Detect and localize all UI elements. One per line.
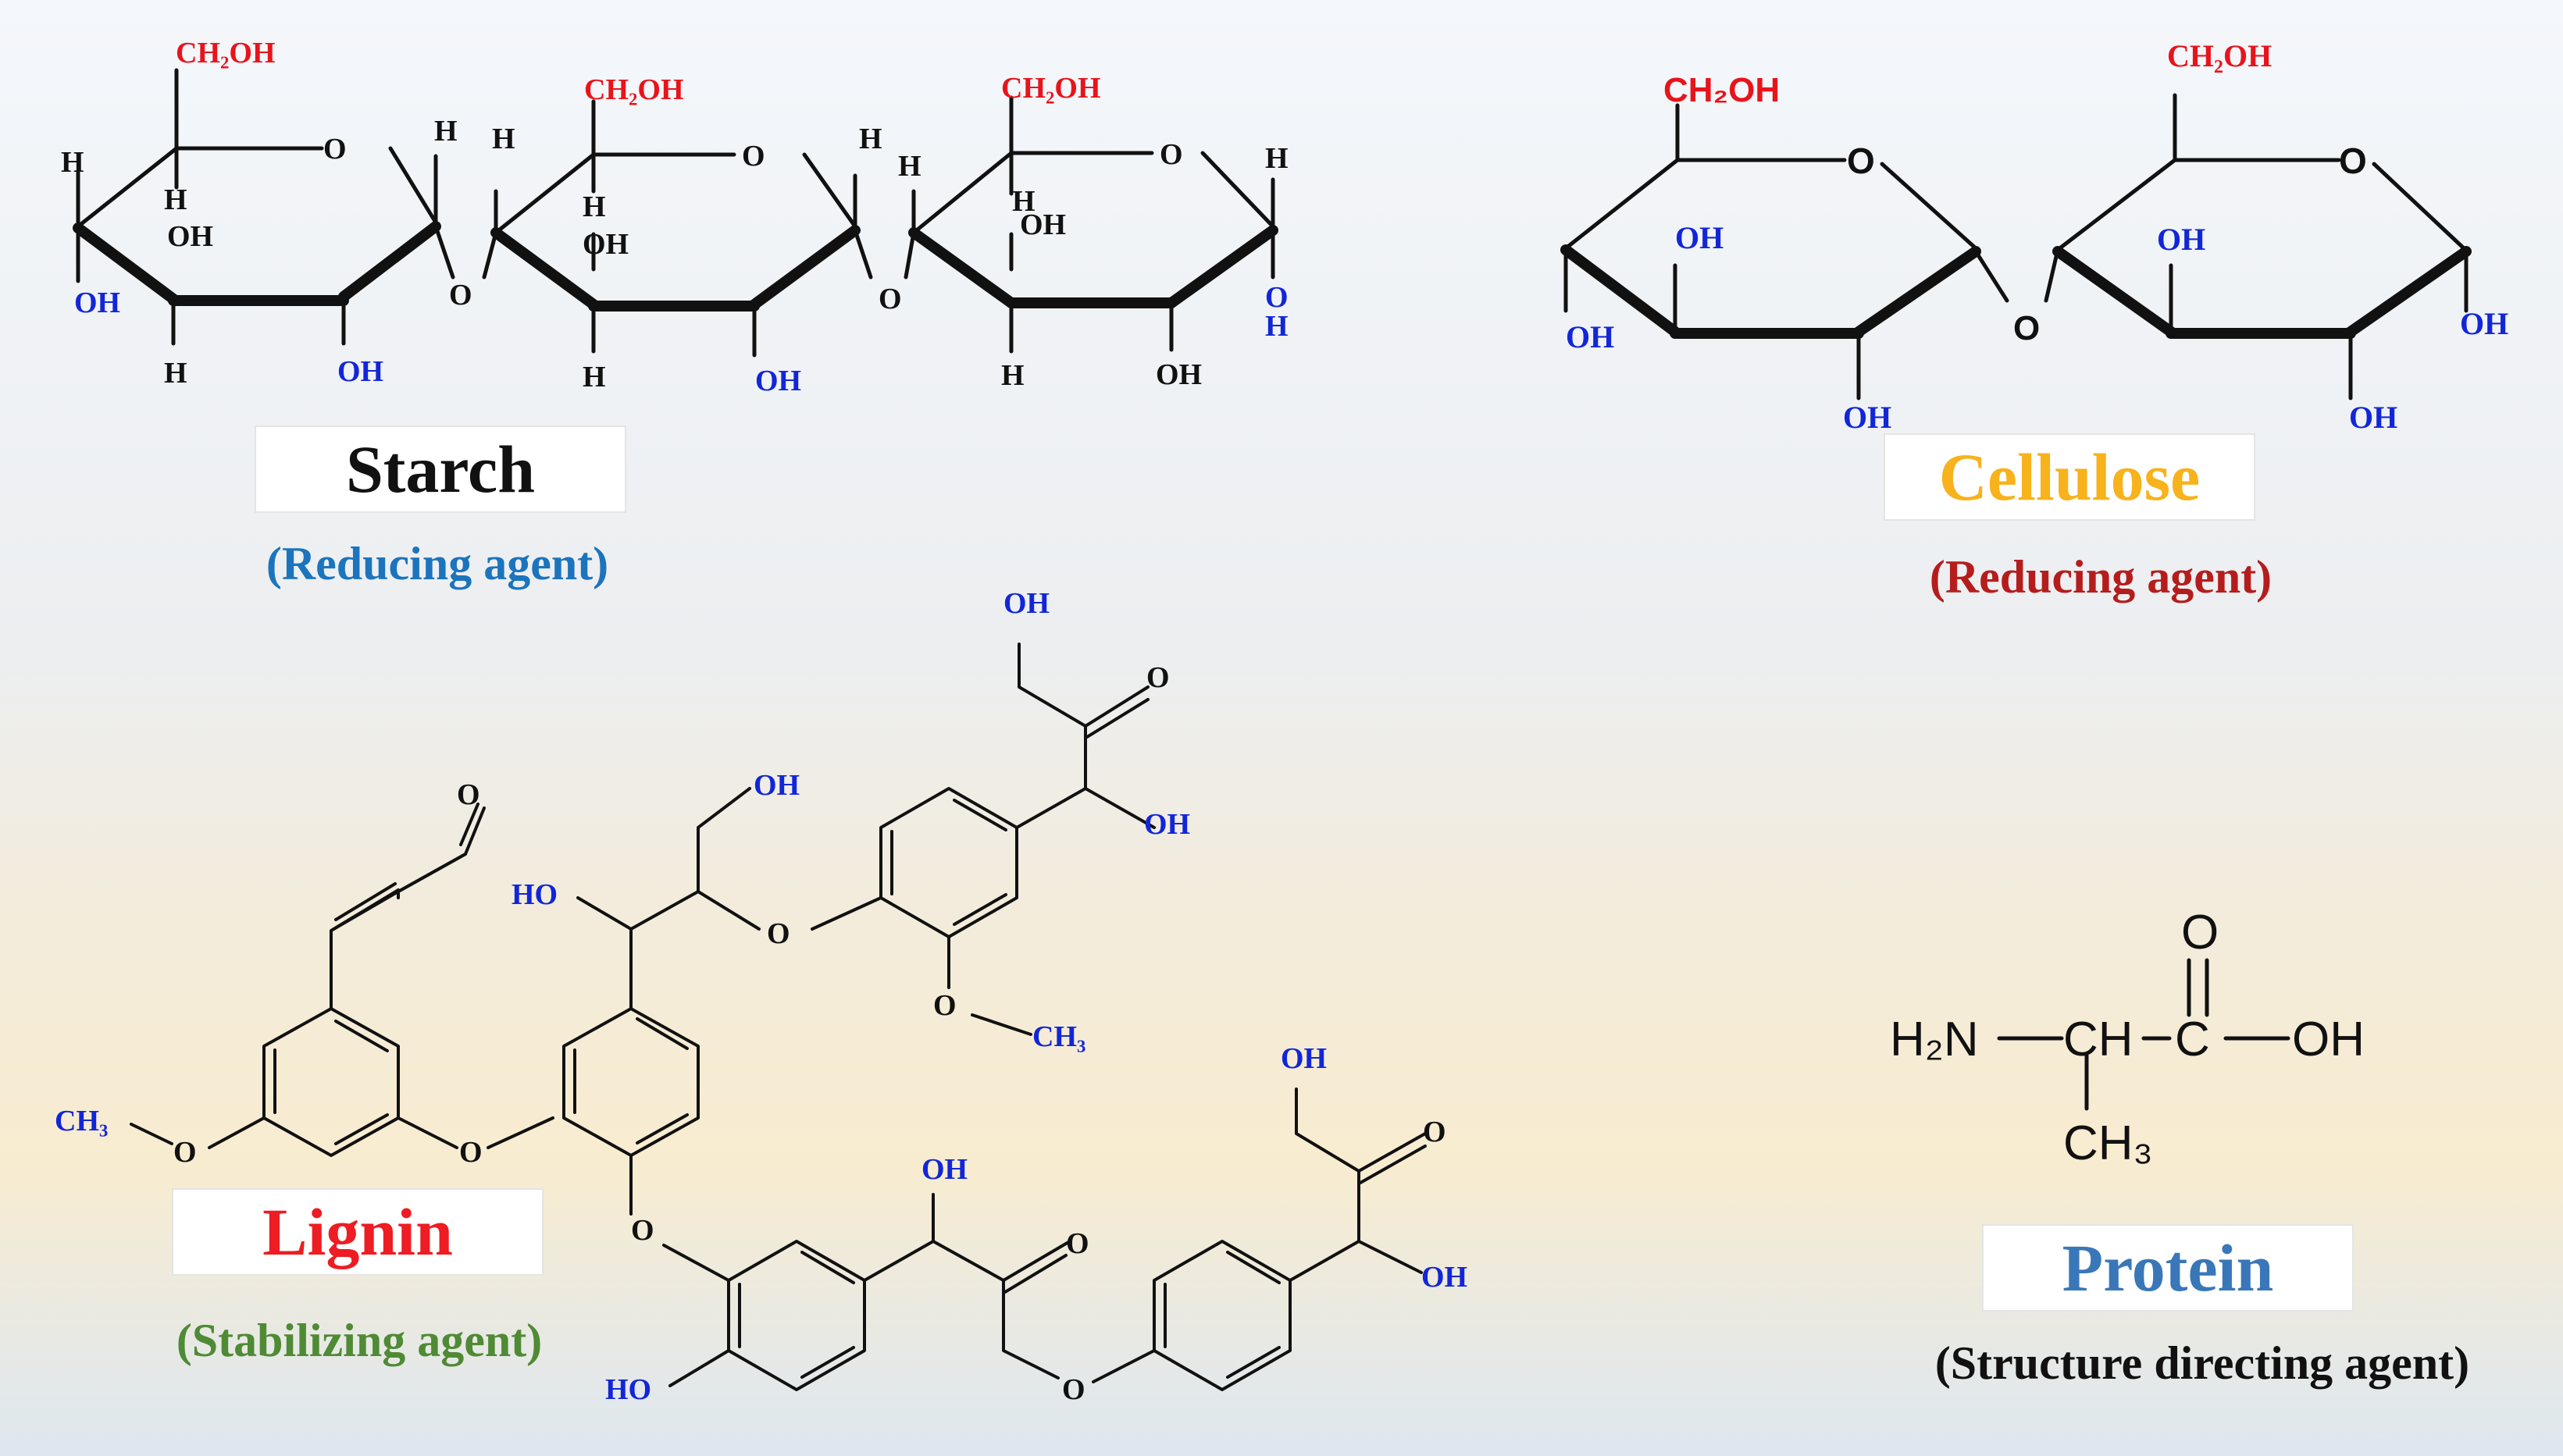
cellulose-oh: OH — [1566, 319, 1614, 354]
starch-h: H — [492, 123, 515, 155]
lignin-ether-o: O — [631, 1214, 654, 1247]
starch-h: H — [61, 146, 84, 179]
lignin-ether-o: O — [767, 917, 790, 950]
lignin-ch3: CH₃ — [55, 1105, 108, 1137]
cellulose-oh: OH — [2460, 306, 2508, 341]
lignin-ho: HO — [605, 1373, 651, 1406]
protein-h2n: H₂N — [1890, 1013, 1979, 1066]
starch-glycosidic-o-2: O — [879, 283, 902, 315]
lignin-oh: OH — [1144, 808, 1190, 841]
starch-role: (Reducing agent) — [266, 538, 609, 589]
lignin-oh: OH — [1003, 587, 1050, 620]
protein-name-box: Protein — [1982, 1224, 2354, 1312]
starch-oh: OH — [1020, 208, 1066, 241]
lignin-oh: OH — [754, 769, 800, 802]
starch-h: H — [583, 190, 606, 223]
lignin-oh: OH — [1281, 1042, 1327, 1075]
starch-h: H — [164, 183, 187, 216]
starch-ch2oh-2: CH₂OH — [584, 73, 684, 106]
protein-oh: OH — [2292, 1013, 2365, 1066]
starch-ch2oh-1: CH₂OH — [176, 37, 276, 69]
starch-h: H — [859, 123, 882, 155]
starch-oh-blue: OH — [755, 365, 801, 397]
lignin-name: Lignin — [262, 1194, 453, 1269]
starch-h: H — [1001, 359, 1025, 392]
cellulose-name-box: Cellulose — [1884, 433, 2255, 521]
lignin-ether-o: O — [1062, 1373, 1085, 1406]
starch-atom-labels: CH₂OH CH₂OH CH₂OH O O O O O H H H H H H … — [61, 37, 1289, 397]
lignin-keto-o: O — [1146, 661, 1170, 694]
cellulose-ring-o-1: O — [1847, 141, 1875, 181]
starch-oh-blue-vertical: H — [1265, 310, 1289, 343]
cellulose-ring-o-2: O — [2339, 141, 2367, 181]
lignin-keto-o: O — [1066, 1227, 1089, 1260]
lignin-atom-labels: O CH₃ O O HO OH O O CH₃ OH O OH O OH O H… — [55, 587, 1467, 1406]
cellulose-name: Cellulose — [1938, 440, 2201, 514]
cellulose-ch2oh-2: CH₂OH — [2167, 38, 2272, 73]
lignin-methoxy-o: O — [173, 1136, 197, 1169]
starch-glycosidic-o-1: O — [449, 279, 472, 311]
lignin-oh: OH — [921, 1153, 968, 1186]
cellulose-ch2oh-1: CH₂OH — [1663, 71, 1780, 109]
lignin-aldehyde-o: O — [457, 778, 480, 811]
starch-oh: OH — [1156, 358, 1202, 391]
starch-h: H — [164, 357, 187, 390]
starch-h: H — [1265, 142, 1289, 175]
protein-role: (Structure directing agent) — [1934, 1337, 2470, 1389]
starch-h: H — [583, 361, 606, 393]
lignin-oh: OH — [1421, 1261, 1467, 1294]
cellulose-structure — [1560, 93, 2472, 400]
lignin-ho: HO — [512, 878, 558, 911]
lignin-keto-o: O — [1423, 1116, 1446, 1148]
starch-ring-o-2: O — [742, 140, 765, 173]
cellulose-atom-labels: CH₂OH CH₂OH O O O OH OH OH OH OH OH — [1566, 38, 2508, 435]
starch-h: H — [434, 115, 458, 148]
cellulose-oh: OH — [1843, 400, 1891, 435]
lignin-ether-o: O — [459, 1136, 483, 1169]
starch-ch2oh-3: CH₂OH — [1001, 72, 1101, 105]
lignin-name-box: Lignin — [172, 1188, 544, 1276]
cellulose-oh: OH — [2349, 400, 2397, 435]
starch-h: H — [1012, 185, 1036, 218]
starch-oh: OH — [583, 228, 629, 261]
starch-name: Starch — [345, 432, 536, 507]
starch-oh-blue-vertical: O — [1265, 281, 1289, 314]
cellulose-glycosidic-o: O — [2013, 309, 2040, 347]
starch-name-box: Starch — [255, 425, 626, 513]
starch-h: H — [898, 150, 921, 183]
starch-structure — [73, 68, 1278, 358]
lignin-ch3: CH₃ — [1032, 1020, 1085, 1053]
starch-oh-blue: OH — [337, 355, 383, 388]
cellulose-oh: OH — [2157, 222, 2205, 257]
starch-ring-o-3: O — [1160, 138, 1183, 171]
cellulose-role: (Reducing agent) — [1929, 551, 2272, 603]
protein-ch3: CH₃ — [2063, 1116, 2153, 1170]
protein-carbonyl-o: O — [2181, 906, 2219, 959]
starch-ring-o-1: O — [323, 133, 347, 166]
protein-structure — [1997, 958, 2290, 1111]
lignin-methoxy-o: O — [933, 989, 957, 1022]
starch-oh: OH — [167, 220, 213, 253]
protein-c: C — [2175, 1013, 2210, 1066]
protein-atom-labels: H₂N CH C OH O CH₃ — [1890, 906, 2365, 1170]
lignin-structure — [130, 643, 1427, 1391]
cellulose-oh: OH — [1675, 220, 1724, 255]
starch-oh-blue: OH — [74, 287, 120, 319]
lignin-role: (Stabilizing agent) — [176, 1315, 543, 1366]
protein-ch: CH — [2063, 1013, 2133, 1066]
protein-name: Protein — [2062, 1230, 2274, 1305]
